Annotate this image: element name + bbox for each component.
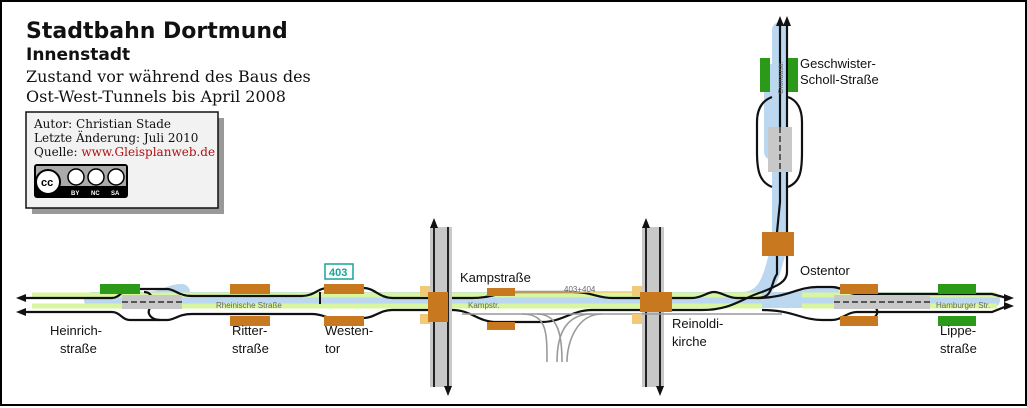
station-lippestrasse-platform [834,284,976,326]
map-title: Stadtbahn Dortmund [26,19,288,44]
map-subtitle: Innenstadt [26,45,130,65]
arrow-east-icon [1004,294,1014,302]
label-heinrichstrasse-2: straße [60,341,97,356]
main-track [22,24,1008,324]
label-kampstrasse: Kampstraße [460,270,531,285]
station-reinoldikirche-platform [632,286,672,324]
station-ritterstrasse-platform-2 [230,316,270,326]
label-lippestrasse-2: straße [940,341,977,356]
arrow-north-icon [776,16,784,26]
by-icon [67,168,85,186]
arrow-west-icon-2 [16,308,26,316]
by-text: BY [71,191,79,197]
label-ostentor: Ostentor [800,263,851,278]
station-westentor-platform-2 [324,316,364,326]
station-westentor-platform [324,284,364,294]
label-ritterstrasse-1: Ritter- [232,323,267,338]
info-author: Autor: Christian Stade [33,117,171,131]
label-heinrichstrasse-1: Heinrich- [50,323,102,338]
grey-connector [462,313,782,363]
label-hamburger-str: Hamburger Str. [936,301,990,310]
label-403-404: 403+404 [564,285,596,294]
source-link[interactable]: www.Gleisplanweb.de [81,145,215,159]
station-kampstrasse-platform [420,286,515,330]
station-geschwister-scholl-platform [760,58,798,172]
label-geschwister-scholl-1: Geschwister- [800,56,876,71]
cc-license-badge[interactable]: cc BY NC SA [34,164,128,198]
label-westentor-1: Westen- [325,323,373,338]
arrow-east-icon-2 [1004,302,1014,310]
label-lippestrasse-1: Lippe- [940,323,976,338]
nc-icon [87,168,105,186]
info-updated: Letzte Änderung: Juli 2010 [34,129,198,145]
label-kampstr: Kampstr. [468,301,500,310]
sa-icon [107,168,125,186]
map-description-1: Zustand vor während des Baus des [26,67,311,86]
arrow-west-icon [16,294,26,302]
label-reinoldikirche-2: kirche [672,334,707,349]
label-rheinische-strasse: Rheinische Straße [216,301,282,310]
cc-text: cc [41,177,53,189]
nc-text: NC [91,191,100,197]
label-westentor-2: tor [325,341,341,356]
arrow-north-icon-2 [783,16,791,26]
station-ostentor-platform [762,232,794,256]
label-gronaustr: Gronaustr. [778,61,785,94]
label-reinoldikirche-1: Reinoldi- [672,316,723,331]
info-source: Quelle: www.Gleisplanweb.de [34,145,215,159]
station-heinrichstrasse-platform [100,284,182,309]
label-geschwister-scholl-2: Scholl-Straße [800,72,879,87]
sa-text: SA [111,191,120,197]
label-ritterstrasse-2: straße [232,341,269,356]
map-description-2: Ost-West-Tunnels bis April 2008 [26,87,286,106]
station-ritterstrasse-platform [230,284,270,294]
line-403-badge-text: 403 [329,267,347,279]
line-403-badge: 403 [324,263,354,280]
